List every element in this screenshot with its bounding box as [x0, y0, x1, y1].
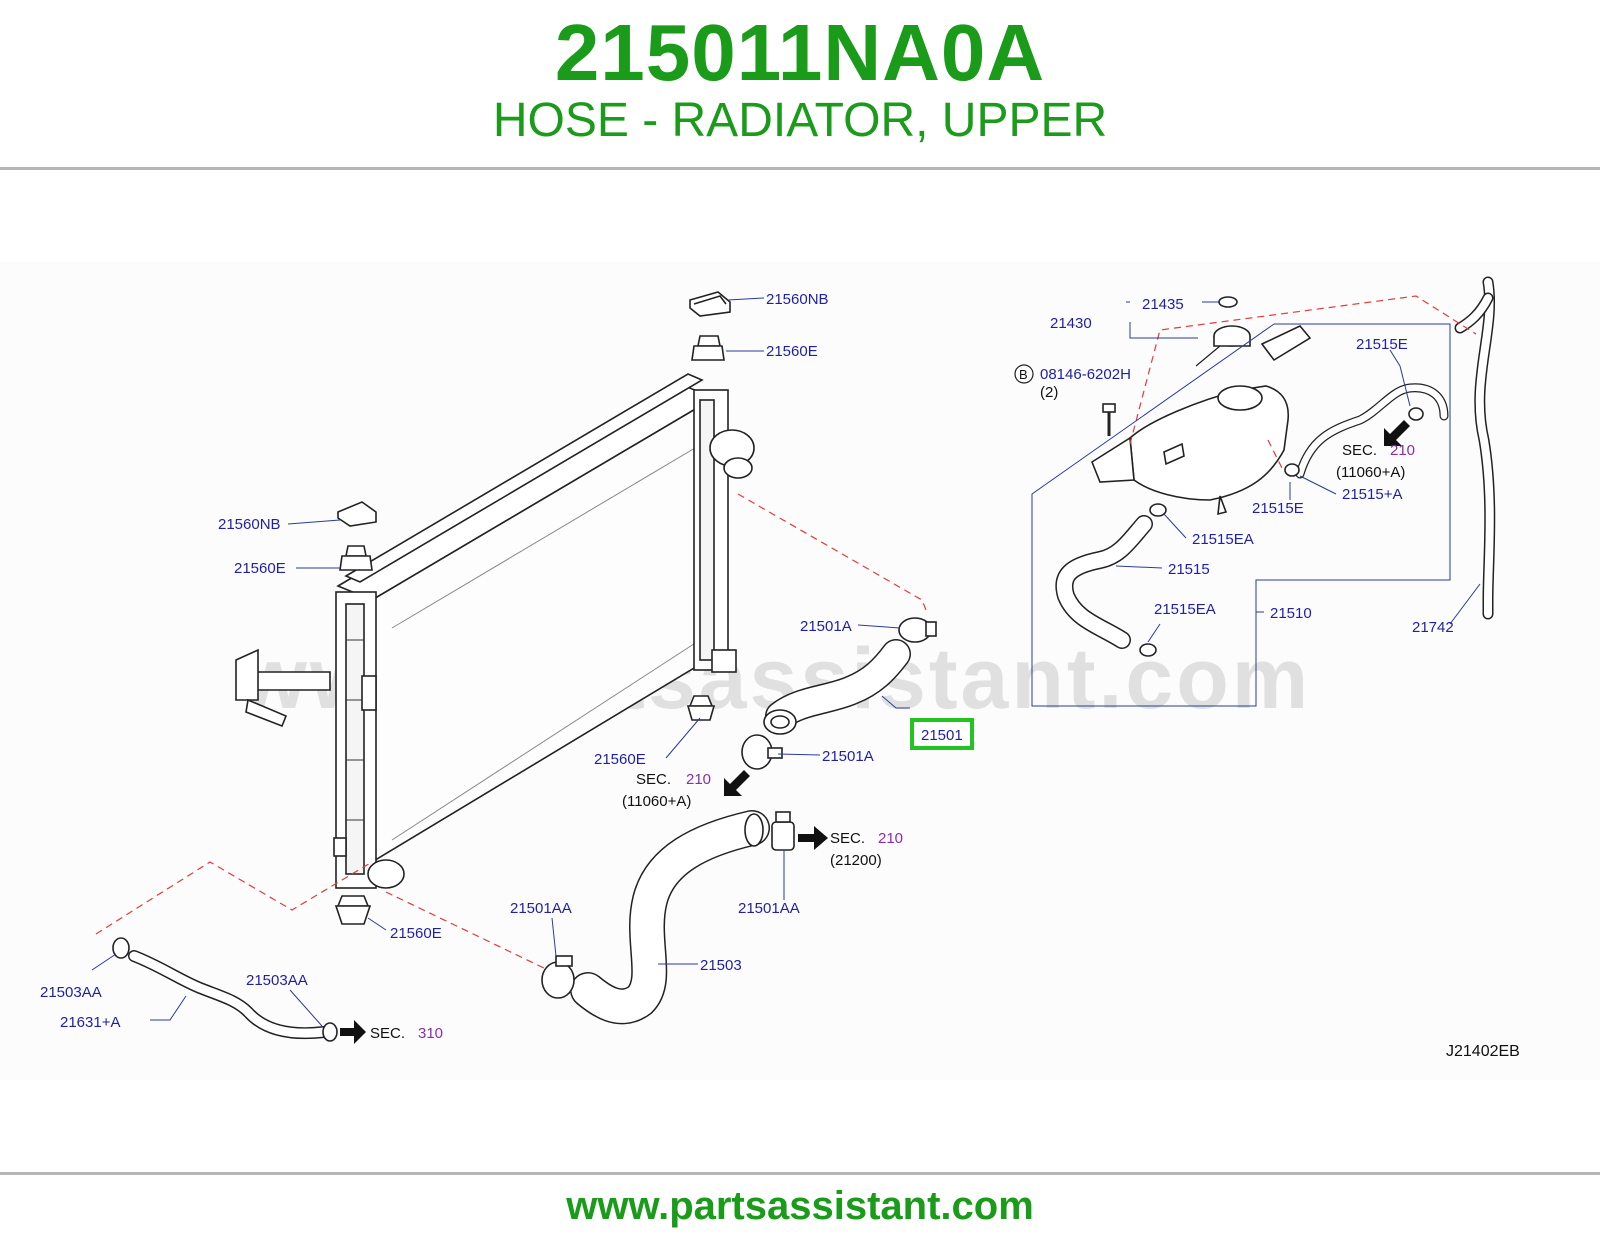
- label-21510[interactable]: 21510: [1270, 605, 1312, 622]
- section-ref-310[interactable]: SEC. 310: [370, 1025, 443, 1042]
- arrow-icon-sec-210-a: [724, 770, 750, 796]
- heater-hose-21631: [128, 950, 330, 1040]
- sec-text: SEC.: [370, 1025, 405, 1042]
- hose-clamp-reservoir-top-icon: [1149, 503, 1167, 517]
- sec-number[interactable]: 210: [686, 771, 711, 788]
- label-21631A[interactable]: 21631+A: [60, 1014, 120, 1031]
- page-header: 215011NA0A HOSE - RADIATOR, UPPER: [0, 0, 1600, 168]
- label-21503AA-mid[interactable]: 21503AA: [246, 972, 308, 989]
- sec-text: SEC.: [830, 830, 865, 847]
- label-21430[interactable]: 21430: [1050, 315, 1092, 332]
- label-21560E-bottom[interactable]: 21560E: [390, 925, 442, 942]
- mount-bracket-icon: [689, 291, 731, 317]
- label-08146-6202H[interactable]: 08146-6202H: [1040, 366, 1131, 383]
- footer-website-link[interactable]: www.partsassistant.com: [566, 1184, 1034, 1228]
- radiator-illustration: [235, 373, 755, 889]
- hose-clamp-reservoir-bottom-icon: [1139, 643, 1157, 657]
- parts-diagram: www.partsassistant.com: [0, 262, 1600, 1080]
- long-hose-21742: [1454, 276, 1496, 620]
- leader-lines: [91, 297, 1481, 1027]
- label-21503AA-left[interactable]: 21503AA: [40, 984, 102, 1001]
- bolt-marker-b: B: [1014, 364, 1034, 384]
- bolt-icon: [1102, 403, 1116, 436]
- highlight-box-21501: [910, 718, 974, 750]
- header-divider: [0, 167, 1600, 170]
- leader-21430: [1129, 322, 1198, 339]
- sec-text: SEC.: [636, 771, 671, 788]
- label-21515EA-top[interactable]: 21515EA: [1192, 531, 1254, 548]
- rubber-mount-icon: [691, 335, 725, 361]
- hose-clamp-lower-right-icon: [771, 811, 795, 851]
- arrow-icon-sec-310: [340, 1020, 366, 1044]
- label-21742[interactable]: 21742: [1412, 619, 1454, 636]
- alignment-lines: [95, 295, 1477, 971]
- label-21515E-top[interactable]: 21515E: [1356, 336, 1408, 353]
- hose-clamp-overflow-top-icon: [1408, 407, 1424, 421]
- sec-subref: (11060+A): [622, 793, 691, 810]
- label-21560E-mid[interactable]: 21560E: [594, 751, 646, 768]
- sec-subref: (11060+A): [1336, 464, 1405, 481]
- sec-number[interactable]: 210: [1390, 442, 1415, 459]
- hose-clamp-mid-icon: [741, 734, 783, 770]
- sec-subref: (21200): [830, 852, 882, 869]
- cap-seal-icon: [1218, 296, 1238, 308]
- label-quantity-2: (2): [1040, 384, 1058, 401]
- section-ref-210-c[interactable]: SEC. 210 (11060+A): [1336, 442, 1415, 481]
- overflow-hose-21515A: [1295, 383, 1449, 479]
- label-21560E-top[interactable]: 21560E: [766, 343, 818, 360]
- diagram-canvas: www.partsassistant.com: [40, 276, 1520, 1060]
- section-ref-210-a[interactable]: SEC. 210 (11060+A): [622, 771, 711, 810]
- part-name-subtitle: HOSE - RADIATOR, UPPER: [492, 94, 1108, 147]
- label-21501AA-right[interactable]: 21501AA: [738, 900, 800, 917]
- label-21501A-top[interactable]: 21501A: [800, 618, 852, 635]
- label-21560NB-left[interactable]: 21560NB: [218, 516, 281, 533]
- label-21560NB-top[interactable]: 21560NB: [766, 291, 829, 308]
- upper-radiator-hose-21501: [763, 639, 911, 735]
- part-number-title: 215011NA0A: [554, 8, 1046, 97]
- label-21515E-bottom[interactable]: 21515E: [1252, 500, 1304, 517]
- rubber-mount-mid-icon: [686, 695, 716, 721]
- assembly-bracket-21510: [1031, 323, 1451, 707]
- arrow-icon-sec-210-c: [1384, 420, 1410, 446]
- label-21501A-mid[interactable]: 21501A: [822, 748, 874, 765]
- label-21501AA-left[interactable]: 21501AA: [510, 900, 572, 917]
- sec-number[interactable]: 310: [418, 1025, 443, 1042]
- lower-radiator-hose-21503: [570, 810, 770, 1025]
- sec-number[interactable]: 210: [878, 830, 903, 847]
- arrow-icon-sec-210-b: [798, 826, 828, 850]
- hose-clamp-small-right-icon: [322, 1022, 338, 1042]
- rubber-mount-bottom-icon: [334, 895, 372, 925]
- label-21501-highlighted[interactable]: 21501: [921, 727, 963, 744]
- diagram-code: J21402EB: [1446, 1043, 1520, 1060]
- sec-text: SEC.: [1342, 442, 1377, 459]
- label-21515[interactable]: 21515: [1168, 561, 1210, 578]
- reservoir-hose-21515: [1055, 515, 1153, 649]
- footer-divider: [0, 1172, 1600, 1175]
- hose-clamp-small-left-icon: [112, 937, 130, 959]
- rubber-mount-left-icon: [339, 545, 373, 571]
- label-21515EA-bottom[interactable]: 21515EA: [1154, 601, 1216, 618]
- bolt-marker-letter: B: [1019, 367, 1028, 382]
- section-ref-210-b[interactable]: SEC. 210 (21200): [830, 830, 903, 869]
- hose-clamp-lower-left-icon: [541, 955, 575, 999]
- label-21560E-left[interactable]: 21560E: [234, 560, 286, 577]
- label-21503[interactable]: 21503: [700, 957, 742, 974]
- label-21435[interactable]: 21435: [1142, 296, 1184, 313]
- label-21515A[interactable]: 21515+A: [1342, 486, 1402, 503]
- hose-clamp-upper-icon: [898, 617, 937, 643]
- reservoir-tank-illustration: [1091, 325, 1312, 516]
- mount-bracket-left-icon: [337, 501, 377, 527]
- hose-clamp-overflow-bottom-icon: [1284, 463, 1300, 477]
